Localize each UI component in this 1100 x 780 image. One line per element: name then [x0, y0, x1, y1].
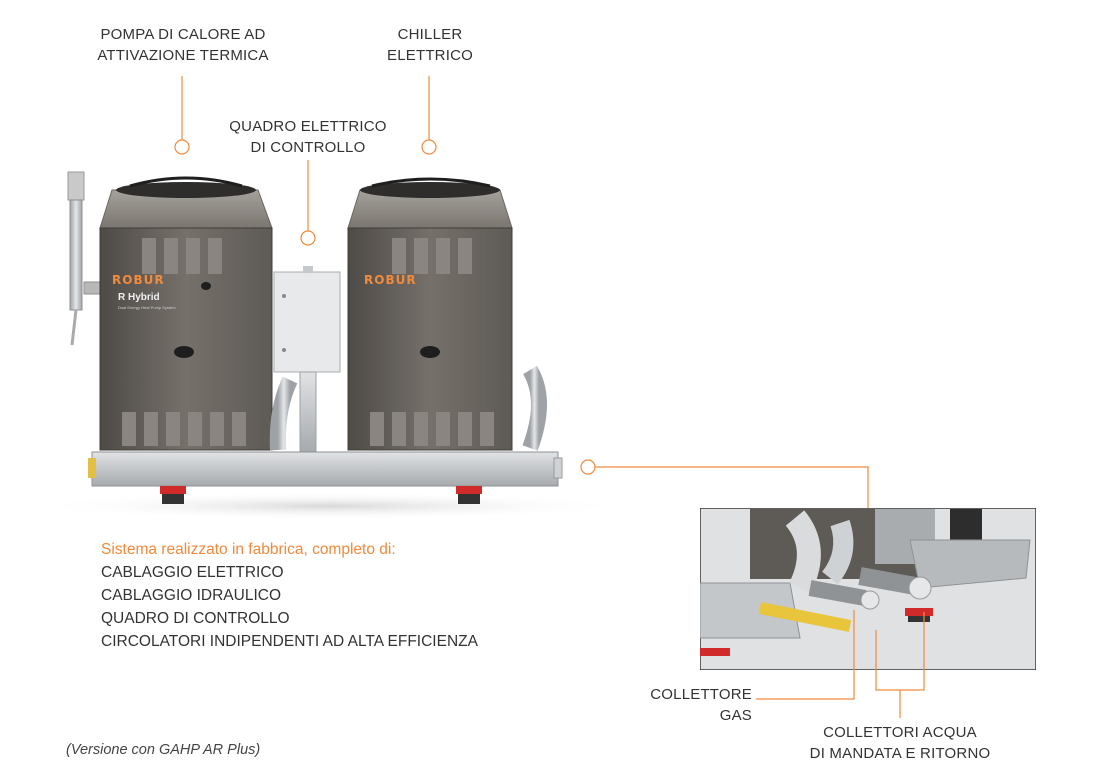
label-chiller: CHILLER ELETTRICO — [360, 24, 500, 66]
label-gas-collector: COLLETTORE GAS — [626, 684, 752, 726]
label-water-collectors-line1: COLLETTORI ACQUA — [823, 724, 977, 741]
leader-water — [875, 612, 925, 691]
flex-duct-left — [269, 376, 298, 451]
label-gas-collector-line2: GAS — [719, 707, 752, 724]
product-badge: R Hybrid — [118, 292, 160, 303]
label-gas-collector-line1: COLLETTORE — [650, 686, 752, 703]
leader-gas — [756, 610, 855, 700]
features-list: CABLAGGIO ELETTRICO CABLAGGIO IDRAULICO … — [101, 561, 561, 653]
label-heat-pump: POMPA DI CALORE AD ATTIVAZIONE TERMICA — [72, 24, 294, 66]
label-chiller-line1: CHILLER — [397, 26, 463, 43]
detail-inset — [700, 508, 1036, 670]
feature-item: CIRCOLATORI INDIPENDENTI AD ALTA EFFICIE… — [101, 633, 478, 650]
base-frame — [88, 451, 563, 487]
chiller-unit — [347, 177, 513, 451]
label-heat-pump-line1: POMPA DI CALORE AD — [100, 26, 266, 43]
brand-logo-left: ROBUR — [112, 273, 165, 287]
label-water-collectors: COLLETTORI ACQUA DI MANDATA E RITORNO — [790, 722, 1010, 764]
anti-vibration-feet — [160, 486, 482, 504]
marker-base-frame — [580, 459, 596, 475]
feature-item: CABLAGGIO IDRAULICO — [101, 587, 282, 604]
brand-logo-right: ROBUR — [364, 273, 417, 287]
version-note: (Versione con GAHP AR Plus) — [66, 742, 261, 758]
label-control-panel: QUADRO ELETTRICO DI CONTROLLO — [212, 116, 404, 158]
heat-pump-unit — [99, 176, 273, 451]
features-block: Sistema realizzato in fabbrica, completo… — [101, 538, 561, 653]
control-panel-box — [273, 266, 341, 453]
label-control-panel-line1: QUADRO ELETTRICO — [229, 118, 387, 135]
feature-item: CABLAGGIO ELETTRICO — [101, 564, 284, 581]
feature-item: QUADRO DI CONTROLLO — [101, 610, 290, 627]
label-water-collectors-line2: DI MANDATA E RITORNO — [809, 745, 991, 762]
features-heading: Sistema realizzato in fabbrica, completo… — [101, 541, 396, 558]
marker-chiller — [421, 139, 437, 155]
leader-base-detail — [595, 466, 869, 508]
marker-heat-pump — [174, 139, 190, 155]
flue-pipe — [67, 171, 103, 346]
label-chiller-line2: ELETTRICO — [387, 47, 473, 64]
flex-duct-right — [522, 365, 547, 451]
label-heat-pump-line2: ATTIVAZIONE TERMICA — [97, 47, 269, 64]
marker-control-panel — [300, 230, 316, 246]
label-control-panel-line2: DI CONTROLLO — [250, 139, 366, 156]
product-tagline: Dual Energy Heat Pump System — [118, 305, 176, 310]
